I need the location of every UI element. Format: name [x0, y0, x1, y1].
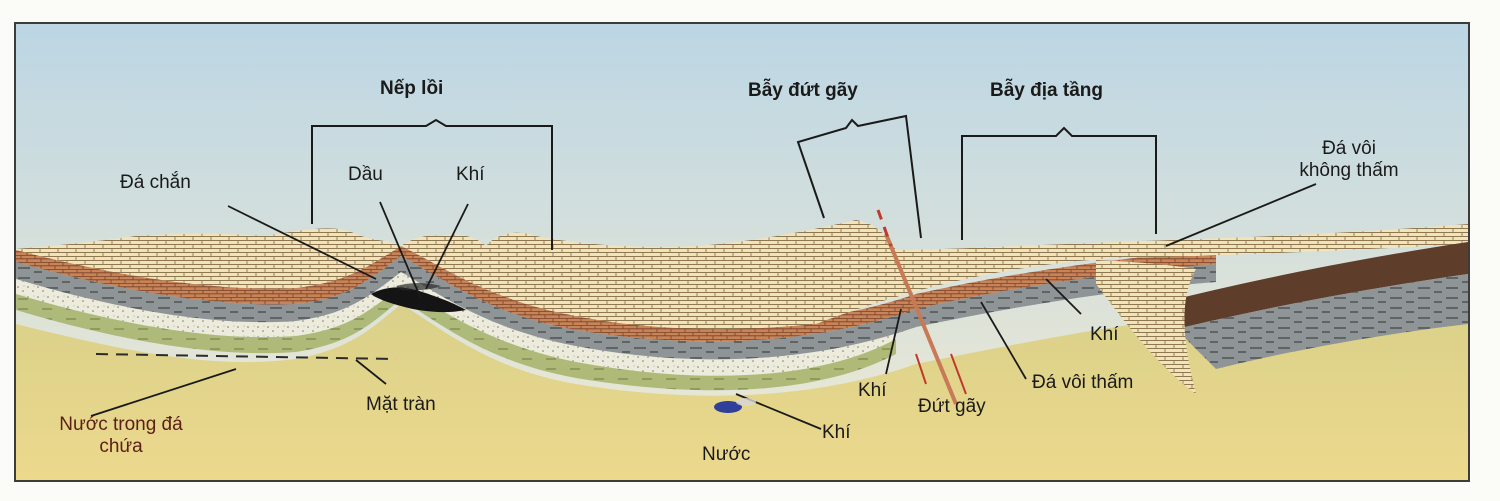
label-reservoir-water-line1: Nước trong đá	[59, 414, 183, 435]
label-gas-fault: Khí	[858, 380, 887, 401]
label-fault-trap: Bẫy đứt gãy	[748, 80, 858, 101]
label-oil: Dầu	[348, 164, 383, 185]
water-blob	[714, 401, 742, 413]
leader-gas-fault	[885, 308, 902, 375]
bracket-fault-trap	[796, 114, 922, 239]
label-reservoir-water: Nước trong đá chứa	[26, 414, 216, 458]
green-layer	[16, 286, 896, 391]
fault-arrow-down	[950, 353, 967, 395]
label-permeable-limestone: Đá vôi thấm	[1032, 372, 1134, 393]
sandstone-reservoir	[16, 272, 896, 376]
label-cap-rock: Đá chắn	[120, 172, 191, 193]
label-gas-strat: Khí	[1090, 324, 1119, 345]
leader-reservoir-water	[90, 368, 237, 417]
geologic-cross-section	[16, 24, 1468, 480]
label-water: Nước	[702, 444, 751, 465]
fault-dashed-top	[876, 209, 893, 247]
label-contact: Mặt tràn	[366, 394, 436, 415]
shale-band-lower	[16, 256, 1216, 360]
leader-impermeable	[1165, 183, 1317, 247]
label-impermeable-limestone: Đá vôi không thấm	[1264, 138, 1434, 182]
label-anticline: Nếp lồi	[380, 78, 444, 99]
bracket-anticline	[311, 118, 553, 250]
limestone-top	[16, 220, 1468, 330]
bracket-strat-trap	[961, 126, 1157, 240]
label-strat-trap: Bẫy địa tầng	[990, 80, 1103, 101]
diagram-frame: Nếp lồi Bẫy đứt gãy Bẫy địa tầng Đá chắn…	[14, 22, 1470, 482]
leader-permeable	[980, 301, 1027, 380]
oil-pocket	[371, 287, 466, 313]
shale-right	[1176, 274, 1468, 369]
leader-gas-strat	[1045, 278, 1082, 315]
label-reservoir-water-line2: chứa	[99, 436, 143, 457]
label-gas-bottom: Khí	[822, 422, 851, 443]
leader-gas-top	[425, 203, 469, 290]
leader-contact	[355, 359, 387, 385]
dark-layer-right	[1156, 242, 1468, 329]
leader-oil	[379, 201, 422, 300]
gas-pocket	[396, 283, 441, 291]
fault-line	[884, 233, 958, 405]
leader-cap-rock	[227, 205, 377, 280]
ground-layer	[16, 299, 1468, 480]
permeable-limestone	[1096, 260, 1196, 394]
label-impermeable-line1: Đá vôi	[1322, 138, 1376, 159]
water-contact-line	[95, 353, 397, 360]
fault-arrow-up	[915, 353, 927, 385]
gas-bubbles	[736, 398, 756, 406]
label-gas-top: Khí	[456, 164, 485, 185]
label-impermeable-line2: không thấm	[1299, 160, 1399, 181]
label-fault: Đứt gãy	[918, 396, 986, 417]
